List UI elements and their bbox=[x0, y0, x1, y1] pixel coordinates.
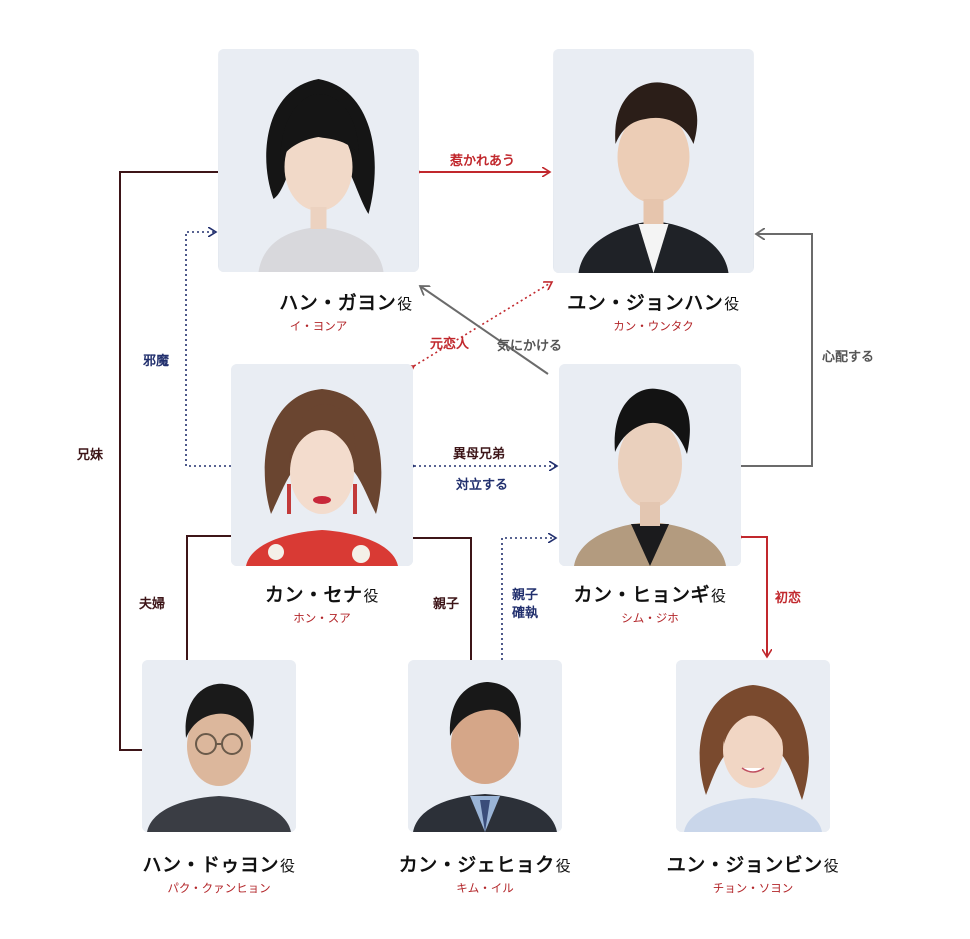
yun-jeongbin-name: ユン・ジョンビン役 bbox=[666, 854, 840, 876]
first-love-line bbox=[742, 537, 767, 657]
han-doyeon-name: ハン・ドゥヨン役 bbox=[142, 854, 296, 876]
kang-sena-name: カン・セナ役 bbox=[264, 584, 380, 606]
ex-lover-label: 元恋人 bbox=[430, 337, 470, 352]
han-doyeon-photo bbox=[142, 660, 296, 832]
siblings-label: 兄妹 bbox=[77, 448, 104, 463]
parent-child-conflict-label: 親子 確執 bbox=[512, 588, 539, 621]
older-man-tie-portrait bbox=[408, 660, 562, 832]
kang-jehyeok-name: カン・ジェヒョク役 bbox=[398, 854, 572, 876]
kang-hyeongi-photo bbox=[559, 364, 741, 566]
yun-jeonghan-actor: カン・ウンタク bbox=[613, 319, 694, 333]
half-brothers-label: 異母兄弟 bbox=[453, 447, 506, 462]
yun-jeonghan-name: ユン・ジョンハン役 bbox=[567, 292, 740, 314]
cares-about-label: 気にかける bbox=[497, 339, 563, 354]
opposition-label: 対立する bbox=[456, 478, 509, 493]
han-gayeon-name: ハン・ガヨン役 bbox=[279, 292, 413, 314]
woman-bob-hair-portrait bbox=[218, 49, 419, 272]
yun-jeongbin-photo bbox=[676, 660, 830, 832]
ex-lover-arrow bbox=[414, 282, 552, 366]
cares-about-arrow bbox=[420, 286, 549, 375]
kang-jehyeok-photo bbox=[408, 660, 562, 832]
kang-hyeongi-name: カン・ヒョンギ役 bbox=[573, 584, 727, 606]
parent-child-line bbox=[412, 537, 472, 660]
parent-child-conflict-line bbox=[501, 538, 556, 660]
married-label: 夫婦 bbox=[139, 597, 166, 612]
kang-hyeongi-actor: シム・ジホ bbox=[621, 611, 679, 625]
married-line bbox=[186, 535, 231, 660]
man-glasses-portrait bbox=[142, 660, 296, 832]
parent-child-label: 親子 bbox=[433, 597, 460, 612]
hinder-line bbox=[185, 232, 231, 467]
hinder-label: 邪魔 bbox=[143, 354, 170, 369]
kang-sena-photo bbox=[231, 364, 413, 566]
man-dark-shirt-portrait bbox=[559, 364, 741, 566]
first-love-label: 初恋 bbox=[775, 591, 802, 606]
kang-jehyeok-actor: キム・イル bbox=[456, 881, 514, 895]
kang-sena-actor: ホン・スア bbox=[293, 611, 351, 625]
han-gayeon-photo bbox=[218, 49, 419, 272]
attraction-label: 惹かれあう bbox=[450, 154, 516, 169]
han-doyeon-actor: パク・クァンヒョン bbox=[167, 881, 271, 895]
woman-wavy-hair-portrait bbox=[676, 660, 830, 832]
han-gayeon-actor: イ・ヨンア bbox=[289, 319, 348, 333]
yun-jeonghan-photo bbox=[553, 49, 754, 273]
siblings-line bbox=[119, 171, 218, 751]
woman-long-hair-portrait bbox=[231, 364, 413, 566]
worries-line bbox=[740, 234, 813, 467]
yun-jeongbin-actor: チョン・ソヨン bbox=[712, 881, 794, 895]
worries-label: 心配する bbox=[822, 350, 875, 365]
man-suit-portrait bbox=[553, 49, 754, 273]
